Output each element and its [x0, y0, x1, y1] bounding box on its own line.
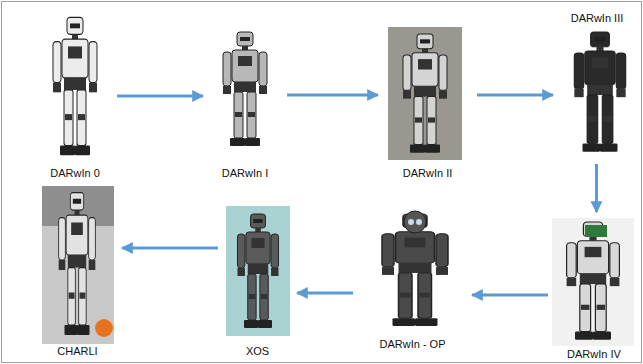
robot-node: DARwIn - OP — [355, 205, 470, 351]
robot-node: DARwIn 0 — [35, 12, 115, 180]
flow-arrow — [297, 292, 353, 295]
robot-head — [404, 211, 426, 233]
robot-node: CHARLI — [35, 182, 120, 358]
photo-background — [388, 27, 462, 160]
robot-eye — [408, 219, 414, 225]
robot-node: DARwIn II — [380, 25, 475, 180]
robot-name: DARwIn I — [220, 167, 270, 180]
flow-arrow — [595, 164, 598, 212]
flow-arrow — [287, 94, 378, 97]
robot-node: DARwIn I — [205, 25, 285, 180]
photo-background — [226, 206, 290, 336]
flow-arrow — [117, 95, 203, 98]
flow-arrow — [122, 247, 218, 250]
robot-figure — [574, 32, 625, 152]
robot-node: XOS — [220, 200, 295, 358]
photo-background — [552, 218, 634, 346]
photo-background — [42, 186, 114, 344]
robot-name: DARwIn - OP — [377, 338, 447, 351]
robot-node: DARwIn III — [555, 12, 639, 162]
robot-figure — [237, 214, 278, 328]
robot-name: DARwIn IV — [565, 348, 623, 361]
circuit-board — [585, 225, 607, 237]
robot-name: CHARLI — [55, 345, 99, 358]
robot-name: DARwIn III — [569, 12, 626, 25]
robot-name: DARwIn 0 — [48, 167, 102, 180]
orange-ball — [95, 319, 113, 337]
robot-figure — [567, 222, 620, 340]
robot-name: DARwIn II — [401, 167, 455, 180]
flow-arrow — [477, 94, 553, 97]
robot-name: XOS — [244, 345, 271, 358]
robot-figure — [59, 193, 96, 336]
flow-arrow — [472, 294, 548, 297]
robot-figure — [223, 32, 267, 146]
robot-eye — [416, 219, 422, 225]
robot-figure — [53, 17, 97, 155]
robot-node: DARwIn IV — [550, 214, 638, 361]
robot-figure — [403, 34, 447, 153]
